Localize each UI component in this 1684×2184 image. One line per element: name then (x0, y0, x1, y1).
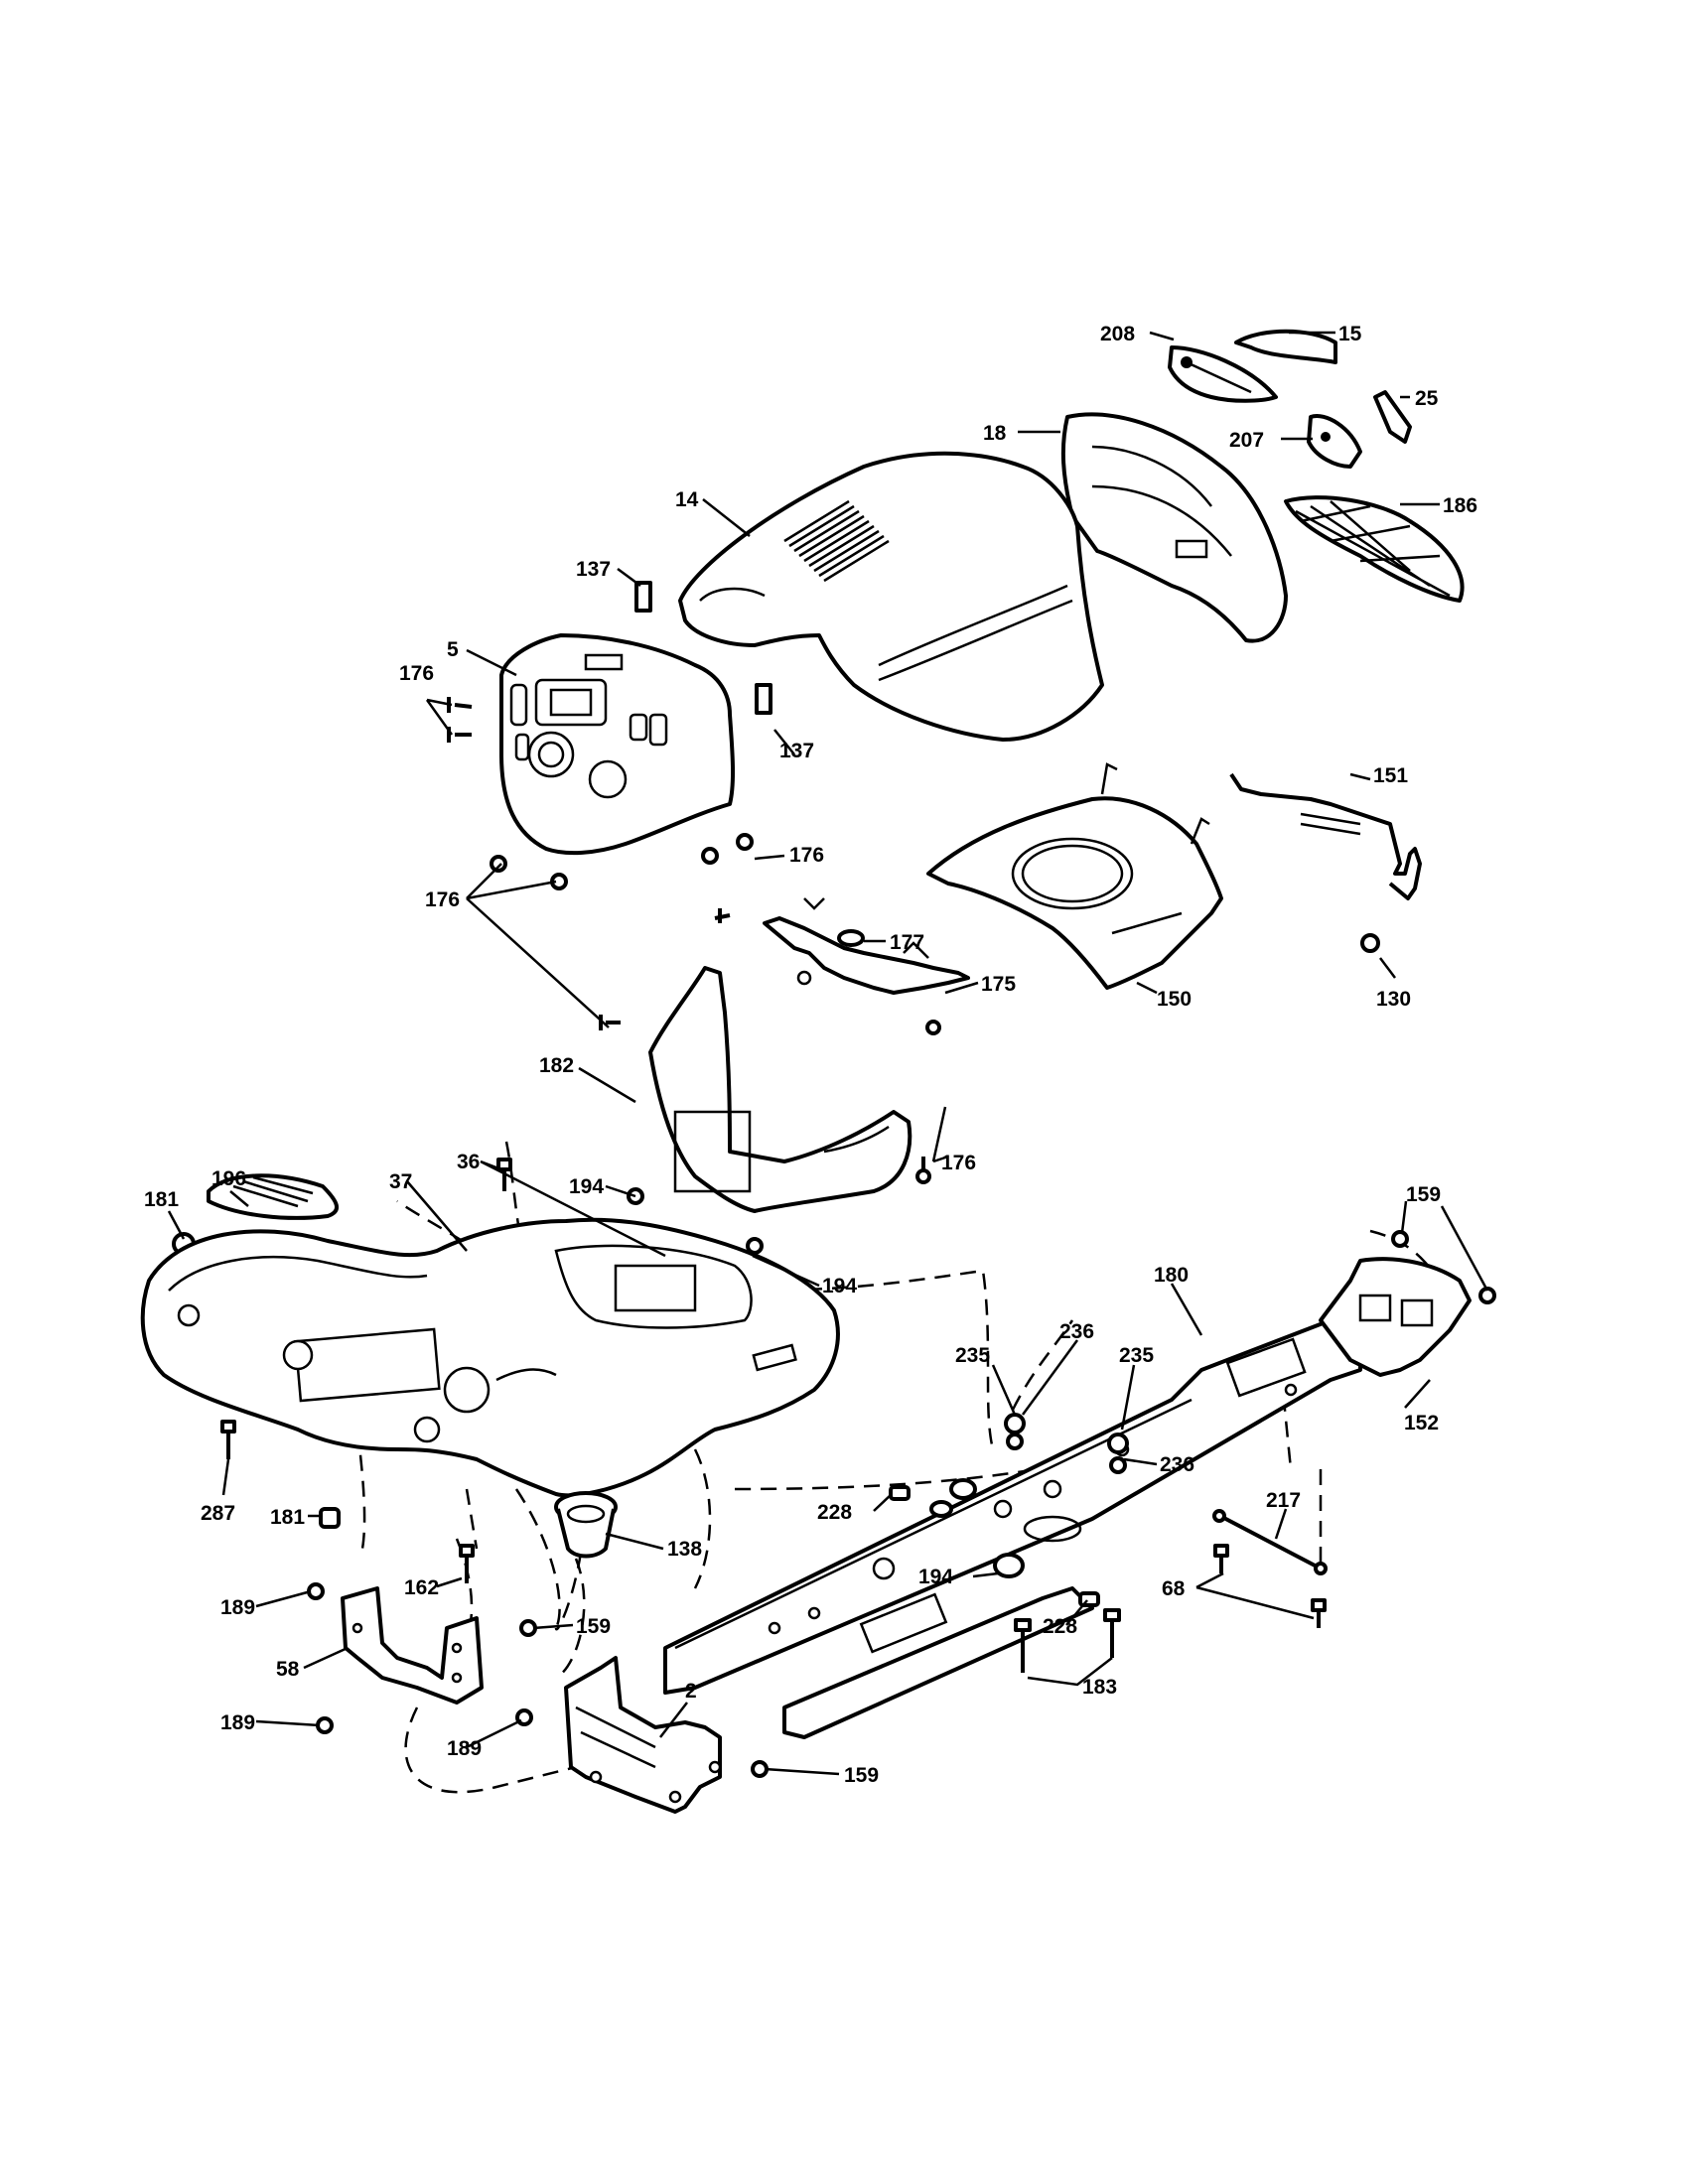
callout-15: 15 (1338, 323, 1362, 345)
callout-159-middle: 159 (576, 1615, 611, 1638)
callout-152: 152 (1404, 1412, 1439, 1434)
part-25-bracket (1373, 390, 1412, 444)
callout-208: 208 (1100, 323, 1135, 345)
callout-2: 2 (685, 1680, 697, 1703)
part-15-hood-trim (1234, 329, 1337, 364)
callout-183: 183 (1082, 1676, 1117, 1699)
callout-194-lower: 194 (918, 1566, 953, 1588)
small-hardware (889, 1413, 1129, 1607)
callout-228-right: 228 (1043, 1615, 1077, 1638)
callout-159-rear: 159 (1406, 1183, 1441, 1206)
part-182-lower-panel (648, 966, 912, 1213)
part-137-clip-upper (634, 581, 652, 613)
callout-175: 175 (981, 973, 1016, 996)
callout-181-upper: 181 (144, 1188, 179, 1211)
part-130-screw (1360, 933, 1380, 953)
callout-189-left: 189 (220, 1711, 255, 1734)
callout-217: 217 (1266, 1489, 1301, 1512)
callout-14: 14 (675, 488, 699, 511)
callout-37: 37 (389, 1170, 412, 1193)
part-207-headlight (1307, 414, 1362, 469)
callout-25: 25 (1415, 387, 1439, 410)
part-152-hitch-plate (1319, 1257, 1472, 1377)
part-14-hood (678, 451, 1104, 742)
part-2-bracket (564, 1656, 722, 1814)
part-162-screw (459, 1544, 475, 1583)
part-151-bracket (1229, 772, 1422, 900)
callout-5: 5 (447, 638, 459, 661)
callout-235-right: 235 (1119, 1344, 1154, 1367)
callout-176-right: 176 (789, 844, 824, 867)
part-208-headlight (1168, 345, 1278, 403)
callout-189-right: 189 (447, 1737, 482, 1760)
part-175-bracket (763, 897, 970, 995)
part-58-bracket (341, 1586, 484, 1705)
callout-194-middle: 194 (822, 1275, 857, 1297)
callout-236-lower: 236 (1160, 1453, 1194, 1476)
callout-180: 180 (1154, 1264, 1189, 1287)
callout-228-left: 228 (817, 1501, 852, 1524)
part-137-clip-lower (755, 683, 772, 715)
part-186-grille-mesh (1284, 495, 1465, 603)
callout-18: 18 (983, 422, 1007, 445)
part-150-shroud (926, 762, 1223, 990)
callout-137-lower: 137 (779, 740, 814, 762)
callout-130: 130 (1376, 988, 1411, 1011)
callout-194-upper: 194 (569, 1175, 604, 1198)
part-68-bolts (1213, 1544, 1327, 1628)
callout-236-upper: 236 (1059, 1320, 1094, 1343)
callout-287: 287 (201, 1502, 235, 1525)
part-5-dash-panel (499, 633, 736, 856)
callout-36: 36 (457, 1151, 480, 1173)
part-196-insert (207, 1173, 339, 1220)
part-18-grille-housing (1060, 412, 1288, 643)
callout-151: 151 (1373, 764, 1408, 787)
part-138-grommet (554, 1491, 618, 1559)
callout-207: 207 (1229, 429, 1264, 452)
callout-176-left: 176 (399, 662, 434, 685)
callout-138: 138 (667, 1538, 702, 1561)
callout-181-lower: 181 (270, 1506, 305, 1529)
callout-68: 68 (1162, 1577, 1186, 1600)
callout-176-lower: 176 (941, 1152, 976, 1174)
callout-196: 196 (211, 1167, 246, 1190)
part-37-fender-pan (140, 1217, 840, 1498)
callout-162: 162 (404, 1576, 439, 1599)
callout-58: 58 (276, 1658, 300, 1681)
part-181-plug-lower (319, 1507, 341, 1529)
callout-186: 186 (1443, 494, 1477, 517)
part-217-rod (1212, 1509, 1328, 1575)
callout-182: 182 (539, 1054, 574, 1077)
part-287-screw (220, 1420, 236, 1459)
hood-vents (783, 499, 890, 583)
callout-177: 177 (890, 931, 924, 954)
part-177-clip (837, 929, 865, 947)
callout-159-lower: 159 (844, 1764, 879, 1787)
callout-176-center: 176 (425, 888, 460, 911)
callout-137-upper: 137 (576, 558, 611, 581)
part-176-bolts (447, 697, 941, 1184)
leader-lines (167, 331, 1489, 1776)
callout-labels: 15 208 25 18 207 14 186 137 5 176 137 15… (144, 323, 1477, 1787)
callout-189-upper: 189 (220, 1596, 255, 1619)
callout-150: 150 (1157, 988, 1192, 1011)
part-194-nut-middle (746, 1237, 764, 1255)
part-183-bolts (1014, 1608, 1121, 1673)
callout-235-left: 235 (955, 1344, 990, 1367)
